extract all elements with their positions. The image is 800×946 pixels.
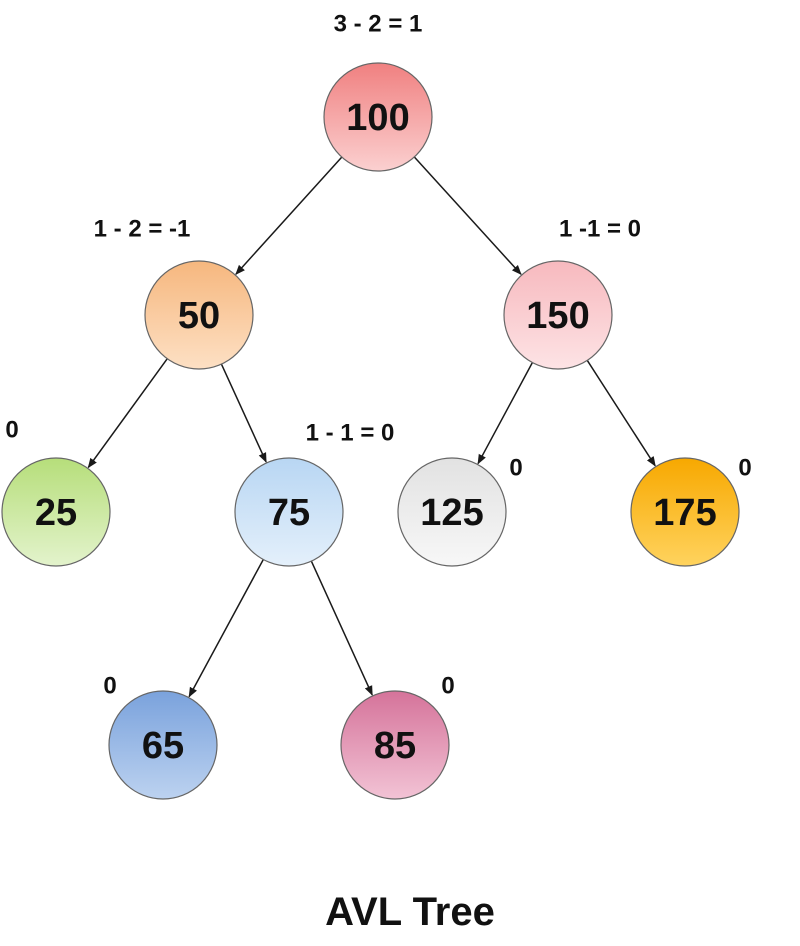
node-circle bbox=[630, 457, 740, 567]
node-value: 150 bbox=[526, 295, 589, 337]
tree-node-85: 85 bbox=[340, 690, 450, 800]
edge-150-to-125 bbox=[477, 360, 535, 465]
tree-node-125: 125 bbox=[397, 457, 507, 567]
node-value: 50 bbox=[178, 295, 220, 337]
balance-factor-label: 1 - 2 = -1 bbox=[94, 216, 191, 243]
node-value: 175 bbox=[653, 492, 716, 534]
node-circle bbox=[340, 690, 450, 800]
node-circle bbox=[503, 260, 613, 370]
edge-50-to-75 bbox=[219, 361, 267, 463]
nodes-layer: 100 50 150 25 75 125 175 65 85 bbox=[1, 62, 740, 800]
tree-node-75: 75 bbox=[234, 457, 344, 567]
tree-node-150: 150 bbox=[503, 260, 613, 370]
node-value: 85 bbox=[374, 725, 416, 767]
node-circle bbox=[397, 457, 507, 567]
balance-factor-label: 0 bbox=[441, 673, 454, 700]
balance-factor-label: 0 bbox=[5, 417, 18, 444]
node-circle bbox=[234, 457, 344, 567]
edge-100-to-50 bbox=[235, 155, 344, 275]
edge-150-to-175 bbox=[585, 358, 656, 467]
edge-100-to-150 bbox=[412, 154, 522, 276]
balance-factor-label: 1 - 1 = 0 bbox=[306, 420, 395, 447]
balance-labels-layer: 3 - 2 = 1 1 - 2 = -1 1 -1 = 0 0 1 - 1 = 0 0 0 0… bbox=[5, 11, 751, 700]
tree-node-25: 25 bbox=[1, 457, 111, 567]
tree-node-100: 100 bbox=[323, 62, 433, 172]
node-value: 100 bbox=[346, 97, 409, 139]
node-value: 25 bbox=[35, 492, 77, 534]
edge-75-to-65 bbox=[188, 557, 265, 698]
edges-layer bbox=[87, 154, 656, 698]
balance-factor-label: 3 - 2 = 1 bbox=[334, 11, 423, 38]
balance-factor-label: 0 bbox=[509, 455, 522, 482]
diagram-caption: AVL Tree bbox=[325, 890, 495, 934]
balance-factor-label: 0 bbox=[103, 673, 116, 700]
tree-node-175: 175 bbox=[630, 457, 740, 567]
balance-factor-label: 0 bbox=[738, 455, 751, 482]
node-value: 125 bbox=[420, 492, 483, 534]
node-value: 75 bbox=[268, 492, 310, 534]
node-circle bbox=[108, 690, 218, 800]
edge-50-to-25 bbox=[87, 356, 170, 469]
node-value: 65 bbox=[142, 725, 184, 767]
node-circle bbox=[1, 457, 111, 567]
node-circle bbox=[323, 62, 433, 172]
balance-factor-label: 1 -1 = 0 bbox=[559, 216, 641, 243]
tree-node-50: 50 bbox=[144, 260, 254, 370]
edge-75-to-85 bbox=[309, 559, 373, 696]
tree-node-65: 65 bbox=[108, 690, 218, 800]
node-circle bbox=[144, 260, 254, 370]
